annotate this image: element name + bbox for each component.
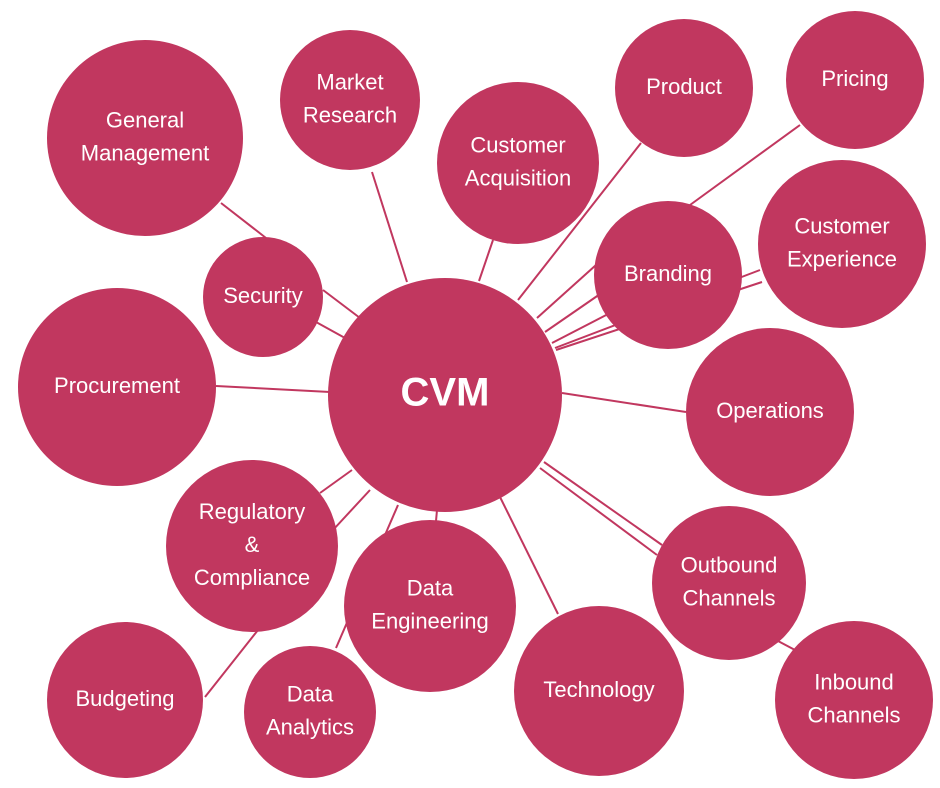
bubble-nodes: CVMGeneralManagementMarketResearchCustom… [18, 11, 933, 779]
node-bubble-product [615, 19, 753, 157]
node-bubble-technology [514, 606, 684, 776]
node-label-outbound-channels-line-2: Channels [683, 585, 776, 610]
connector-outbound-channels-to-cvm [539, 467, 658, 556]
node-label-general-management-line-1: General [106, 107, 184, 132]
node-label-operations-line-1: Operations [716, 398, 824, 423]
connector-regulatory-compliance-to-budgeting [204, 629, 259, 698]
connector-branding-to-cvm [536, 264, 597, 319]
node-pricing: Pricing [786, 11, 924, 149]
connector-procurement-to-cvm [215, 385, 331, 393]
node-security: Security [203, 237, 323, 357]
node-label-data-analytics-line-2: Analytics [266, 714, 354, 739]
node-bubble-budgeting [47, 622, 203, 778]
node-label-inbound-channels-line-2: Channels [808, 702, 901, 727]
node-bubble-general-management [47, 40, 243, 236]
connector-regulatory-compliance-to-cvm [332, 489, 371, 531]
connector-outbound-channels-to-cvm [543, 461, 663, 546]
node-label-data-analytics-line-1: Data [287, 681, 334, 706]
connector-product-to-cvm [517, 142, 642, 301]
node-bubble-cvm [328, 278, 562, 512]
node-label-market-research-line-2: Research [303, 102, 397, 127]
node-budgeting: Budgeting [47, 622, 203, 778]
node-bubble-data-engineering [344, 520, 516, 692]
connector-security-to-cvm [315, 321, 346, 339]
connector-customer-acquisition-to-cvm [478, 239, 494, 282]
node-label-customer-experience-line-1: Customer [794, 213, 889, 238]
node-label-data-engineering-line-2: Engineering [371, 608, 488, 633]
node-label-inbound-channels-line-1: Inbound [814, 669, 894, 694]
node-bubble-customer-acquisition [437, 82, 599, 244]
node-label-customer-experience-line-2: Experience [787, 246, 897, 271]
node-technology: Technology [514, 606, 684, 776]
node-label-outbound-channels-line-1: Outbound [681, 552, 778, 577]
connector-branding-to-cvm [544, 291, 604, 333]
node-operations: Operations [686, 328, 854, 496]
node-label-security-line-1: Security [223, 283, 302, 308]
node-bubble-branding [594, 201, 742, 349]
node-label-budgeting-line-1: Budgeting [75, 686, 174, 711]
node-regulatory-compliance: Regulatory & Compliance [166, 460, 338, 632]
node-bubble-customer-experience [758, 160, 926, 328]
connector-branding-to-cvm [551, 311, 613, 344]
node-bubble-procurement [18, 288, 216, 486]
connector-market-research-to-cvm [371, 171, 408, 283]
connector-data-engineering-to-cvm [435, 509, 438, 522]
node-label-regulatory-compliance-line-3: Compliance [194, 565, 310, 590]
node-label-cvm-line-1: CVM [401, 371, 490, 415]
node-bubble-regulatory-compliance [166, 460, 338, 632]
connector-general-management-to-security [220, 202, 267, 239]
node-label-product-line-1: Product [646, 74, 722, 99]
connector-regulatory-compliance-to-cvm [319, 469, 353, 494]
node-label-general-management-line-2: Management [81, 140, 209, 165]
connector-technology-to-cvm [499, 496, 559, 615]
node-bubble-inbound-channels [775, 621, 933, 779]
node-bubble-market-research [280, 30, 420, 170]
node-cvm: CVM [328, 278, 562, 512]
node-bubble-outbound-channels [652, 506, 806, 660]
node-label-regulatory-compliance-line-2: & [245, 532, 260, 557]
node-label-procurement-line-1: Procurement [54, 373, 180, 398]
node-label-regulatory-compliance-line-1: Regulatory [199, 499, 305, 524]
node-label-pricing-line-1: Pricing [821, 66, 888, 91]
node-label-customer-acquisition-line-2: Acquisition [465, 165, 571, 190]
node-branding: Branding [594, 201, 742, 349]
node-label-data-engineering-line-1: Data [407, 575, 454, 600]
node-label-customer-acquisition-line-1: Customer [470, 132, 565, 157]
connector-operations-to-cvm [561, 392, 687, 413]
connector-outbound-channels-to-inbound-channels [777, 640, 796, 651]
connector-security-to-cvm [322, 289, 361, 319]
node-label-market-research-line-1: Market [316, 69, 383, 94]
node-product: Product [615, 19, 753, 157]
node-procurement: Procurement [18, 288, 216, 486]
node-bubble-operations [686, 328, 854, 496]
node-label-branding-line-1: Branding [624, 261, 712, 286]
node-label-technology-line-1: Technology [543, 677, 654, 702]
node-bubble-security [203, 237, 323, 357]
node-bubble-data-analytics [244, 646, 376, 778]
connector-pricing-to-branding [689, 124, 801, 206]
node-bubble-pricing [786, 11, 924, 149]
